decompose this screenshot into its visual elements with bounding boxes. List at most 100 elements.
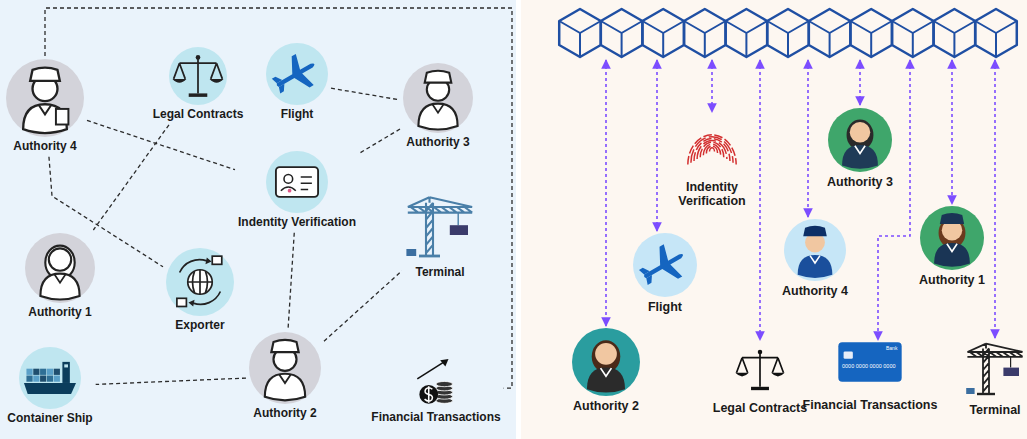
icon-circle (633, 233, 697, 297)
block-edges (767, 21, 809, 57)
node-icon (732, 342, 788, 398)
container (40, 376, 46, 382)
collar (279, 374, 291, 383)
node-label: Legal Contracts (713, 401, 807, 415)
node-icon (266, 151, 328, 213)
node-icon (6, 59, 84, 137)
node-icon (920, 206, 984, 270)
chain-link (605, 60, 607, 326)
icon-node: Legal Contracts (713, 342, 807, 415)
node-icon (249, 332, 321, 404)
card-mark (288, 189, 292, 193)
icon-node: Financial Transactions (803, 329, 938, 412)
block-cube (559, 9, 601, 57)
container (40, 369, 46, 375)
head (595, 343, 617, 365)
collar (855, 146, 865, 154)
chain-link (711, 60, 713, 112)
quay-ship (966, 388, 974, 394)
chain-link (807, 60, 809, 217)
icon-circle (6, 59, 84, 137)
icon-node: Container Ship (7, 347, 92, 426)
icon-circle (169, 47, 227, 105)
card-chip (844, 351, 853, 358)
node-label: Authority 3 (406, 136, 469, 150)
icon-node: Indentity Verification (238, 151, 356, 230)
block-edges (726, 21, 768, 57)
collar (947, 244, 957, 252)
icon-node: Authority 2 (249, 332, 321, 421)
dollar-coin (419, 385, 438, 404)
cap (803, 226, 827, 237)
collar (601, 368, 612, 376)
icon-node: Financial Transactions (371, 356, 500, 425)
node-label: Container Ship (7, 412, 92, 426)
icon-node: Flight (266, 43, 328, 122)
ridge (706, 146, 717, 153)
node-icon (681, 115, 743, 177)
icon-node: Authority 2 (572, 328, 640, 413)
bank-card (838, 342, 901, 382)
card-text: 0000 0000 0000 0000 (842, 364, 896, 370)
chain-link (994, 60, 996, 338)
scale-top (758, 350, 762, 354)
node-label: Terminal (415, 266, 464, 280)
icon-circle (249, 332, 321, 404)
block-cube (726, 9, 768, 57)
body (587, 367, 625, 392)
node-label: Financial Transactions (803, 398, 938, 412)
node-label: Authority 4 (13, 140, 76, 154)
dashed-connector (288, 233, 294, 329)
container (47, 376, 53, 382)
body (798, 255, 833, 278)
chain-link (859, 60, 861, 105)
icon-node: Authority 1 (919, 206, 985, 287)
dashed-connector (324, 271, 402, 341)
left-panel (0, 0, 516, 439)
block-edges (975, 21, 1017, 57)
icon-circle (572, 328, 640, 396)
rise-head (440, 359, 448, 366)
blockchain (559, 9, 1017, 57)
node-icon (965, 340, 1025, 400)
block-edges (642, 21, 684, 57)
node-icon (405, 193, 475, 263)
chain-link (759, 60, 761, 340)
globe (188, 270, 212, 294)
icon-node: Authority 3 (403, 63, 473, 150)
collar (39, 105, 51, 114)
node-label: Legal Contracts (153, 108, 244, 122)
node-label: Authority 2 (253, 407, 316, 421)
node-icon (837, 329, 903, 395)
quay-ship (406, 249, 416, 256)
block-edges (601, 21, 643, 57)
crane-frame (967, 344, 1022, 394)
dashed-connector (359, 129, 400, 153)
block-edges (850, 21, 892, 57)
plane-body (635, 239, 692, 293)
scale-base (751, 387, 769, 390)
node-label: Authority 3 (827, 175, 893, 189)
hull (24, 383, 76, 394)
hanging-container (450, 225, 468, 235)
dashed-connector (96, 378, 246, 384)
parcel (212, 256, 222, 264)
scale-frame (736, 352, 783, 387)
plane-tail (639, 266, 655, 285)
container (47, 369, 53, 375)
icon-node: Authority 4 (6, 59, 84, 154)
node-label: Authority 4 (782, 284, 848, 298)
icon-circle (784, 219, 846, 281)
plane-symbol (634, 239, 692, 294)
icon-circle (920, 206, 984, 270)
ridge (703, 144, 720, 155)
node-icon (166, 248, 234, 316)
icon-node: Legal Contracts (153, 47, 244, 122)
crane-frame (408, 197, 472, 256)
node-label: Flight (281, 108, 314, 122)
icon-circle (19, 347, 81, 409)
collar (432, 104, 443, 112)
node-icon (572, 328, 640, 396)
icon-node: Flight (633, 233, 697, 314)
parcel (177, 298, 187, 306)
